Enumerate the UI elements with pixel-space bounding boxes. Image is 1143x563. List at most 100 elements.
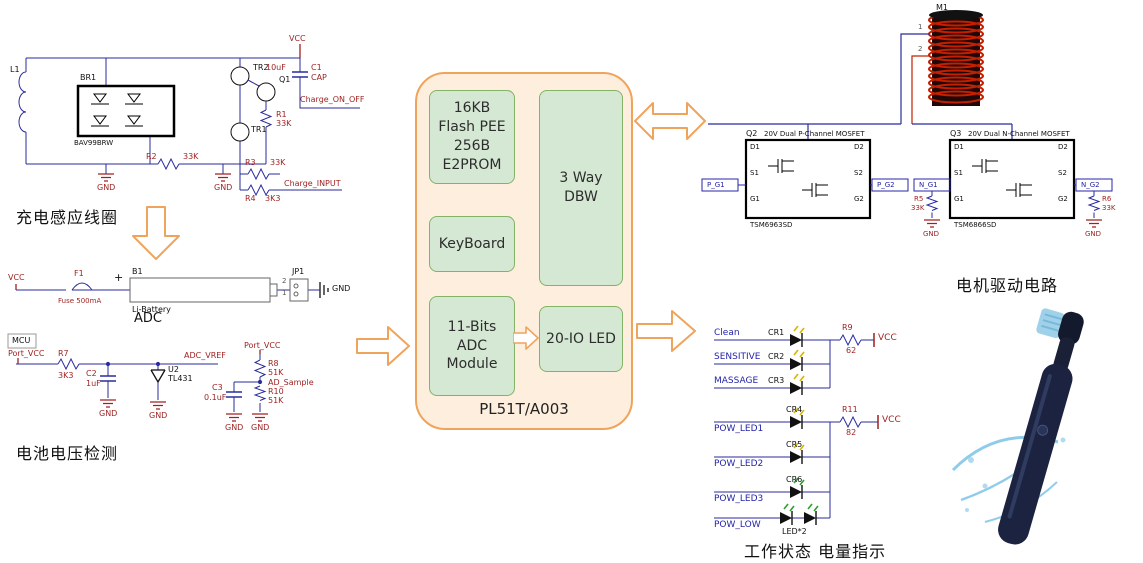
motor-cap bbox=[929, 10, 983, 20]
arrow-charge-to-battery bbox=[132, 206, 180, 260]
label-r10: R10 bbox=[268, 387, 284, 396]
led-cr3 bbox=[789, 373, 805, 396]
label-gnd: GND bbox=[923, 230, 940, 238]
block-flash: 16KB Flash PEE 256B E2PROM bbox=[429, 90, 515, 184]
label-r1: R1 bbox=[276, 110, 287, 119]
label-vcc: VCC bbox=[289, 34, 306, 43]
label-br1: BR1 bbox=[80, 73, 97, 82]
label-r6: R6 bbox=[1102, 195, 1112, 203]
gnd-symbol bbox=[923, 219, 941, 228]
mcu-tag-box bbox=[7, 333, 37, 349]
label-motor-pin1: 1 bbox=[918, 23, 923, 31]
brush-neck bbox=[1053, 337, 1075, 372]
label-q1: Q1 bbox=[279, 75, 291, 84]
label-q3-part: TSM6866SD bbox=[954, 221, 997, 229]
battery-adc-wiring bbox=[7, 277, 329, 422]
label-f1-val: Fuse 500mA bbox=[58, 297, 102, 305]
label-cr2: CR2 bbox=[768, 352, 785, 361]
label-r6-val: 33K bbox=[1102, 204, 1116, 212]
block-flash-label: 16KB Flash PEE 256B E2PROM bbox=[438, 100, 506, 173]
gnd-symbol bbox=[149, 401, 167, 410]
charge-coil-wiring bbox=[18, 44, 360, 197]
label-u2: U2 bbox=[168, 365, 179, 374]
label-r9: R9 bbox=[842, 323, 853, 332]
label-q3-pin-g1: G1 bbox=[954, 195, 964, 203]
brush-handle bbox=[998, 363, 1073, 545]
label-q3-pin-s1: S1 bbox=[954, 169, 963, 177]
q2-mosfet-box bbox=[744, 138, 872, 220]
label-ad-sample: AD_Sample bbox=[268, 378, 314, 387]
label-q2-pin-d2: D2 bbox=[854, 143, 864, 151]
led-cr1 bbox=[789, 325, 805, 348]
toothbrush-image bbox=[945, 308, 1137, 562]
label-p-g2: P_G2 bbox=[877, 181, 895, 189]
inductor-coil bbox=[18, 71, 27, 133]
label-port-vcc: Port_VCC bbox=[8, 349, 45, 358]
label-b1: B1 bbox=[132, 267, 143, 276]
bridge-rectifier-box bbox=[76, 84, 176, 138]
label-r1-val: 33K bbox=[276, 119, 292, 128]
label-c1-type: CAP bbox=[311, 73, 327, 82]
label-r8-val: 51K bbox=[268, 368, 284, 377]
label-adc-title: ADC bbox=[134, 311, 162, 326]
label-q2: Q2 bbox=[746, 129, 758, 138]
label-cr5: CR5 bbox=[786, 440, 803, 449]
gnd-symbol bbox=[251, 413, 269, 422]
block-io-led-label: 20-IO LED bbox=[546, 330, 616, 347]
status-led-schematic: Clean CR1 SENSITIVE CR2 MASSAGE CR3 R9 6… bbox=[712, 318, 952, 536]
label-q3-pin-d1: D1 bbox=[954, 143, 964, 151]
mcu-title: PL51T/A003 bbox=[479, 400, 569, 418]
q3-mosfet-box bbox=[948, 138, 1076, 220]
label-vcc: VCC bbox=[882, 415, 901, 425]
label-c3-val: 0.1uF bbox=[204, 393, 227, 402]
label-b1-part: Li-Battery bbox=[132, 305, 171, 314]
label-l1: L1 bbox=[10, 65, 20, 74]
motor-drive-schematic: M1 1 2 Q2 20V Dual P-Channel MOSFET TSM6… bbox=[698, 3, 1134, 270]
label-r5-val: 33K bbox=[911, 204, 925, 212]
arrow-adc-to-led bbox=[513, 326, 539, 350]
gnd-symbol bbox=[214, 173, 232, 182]
label-gnd: GND bbox=[149, 411, 168, 420]
label-q3-pin-s2: S2 bbox=[1058, 169, 1067, 177]
label-u2-part: TL431 bbox=[168, 374, 193, 383]
battery-terminal bbox=[269, 283, 278, 297]
label-motor-pin2: 2 bbox=[918, 45, 923, 53]
arrow-mcu-motor-bidirectional bbox=[634, 102, 706, 140]
label-r3-val: 33K bbox=[270, 158, 286, 167]
label-r10-val: 51K bbox=[268, 396, 284, 405]
led-cr2 bbox=[789, 349, 805, 372]
label-r9-val: 62 bbox=[846, 346, 857, 355]
label-plus: + bbox=[114, 271, 124, 284]
battery-adc-schematic: VCC F1 Fuse 500mA + B1 Li-Battery JP1 2 … bbox=[7, 260, 360, 438]
label-r4-val: 3K3 bbox=[265, 194, 281, 203]
label-q3-pin-g2: G2 bbox=[1058, 195, 1068, 203]
label-adc-vref: ADC_VREF bbox=[184, 351, 226, 360]
charge-coil-schematic: L1 BR1 BAV99BRW TR2 Q1 TR1 R1 33K VCC 10… bbox=[8, 14, 376, 206]
label-cr3: CR3 bbox=[768, 376, 785, 385]
vcc-ticks bbox=[15, 284, 261, 364]
label-m1: M1 bbox=[936, 3, 948, 12]
vcc-bars bbox=[873, 333, 879, 429]
status-led-wiring bbox=[714, 325, 879, 526]
label-r5: R5 bbox=[914, 195, 924, 203]
toothbrush-body bbox=[998, 308, 1084, 545]
label-r7-val: 3K3 bbox=[58, 371, 74, 380]
label-f1: F1 bbox=[74, 269, 84, 278]
bridge-diodes bbox=[91, 93, 143, 127]
label-jp1-pin1: 1 bbox=[282, 289, 287, 297]
gate-net-flags bbox=[701, 178, 1113, 192]
section-label-battery: 电池电压检测 bbox=[16, 444, 119, 463]
motor-drive-wiring bbox=[701, 10, 1113, 228]
label-gnd: GND bbox=[97, 183, 116, 192]
label-p-g1: P_G1 bbox=[707, 181, 725, 189]
label-n-g1: N_G1 bbox=[919, 181, 938, 189]
block-dbw: 3 Way DBW bbox=[539, 90, 623, 286]
label-c2-val: 1uF bbox=[86, 379, 101, 388]
label-r2-val: 33K bbox=[183, 152, 199, 161]
label-r11-val: 82 bbox=[846, 428, 857, 437]
fuse-symbol bbox=[71, 282, 93, 291]
gnd-symbol bbox=[99, 399, 117, 408]
gnd-chassis-symbol bbox=[319, 282, 329, 298]
label-pow-led3: POW_LED3 bbox=[714, 494, 764, 504]
